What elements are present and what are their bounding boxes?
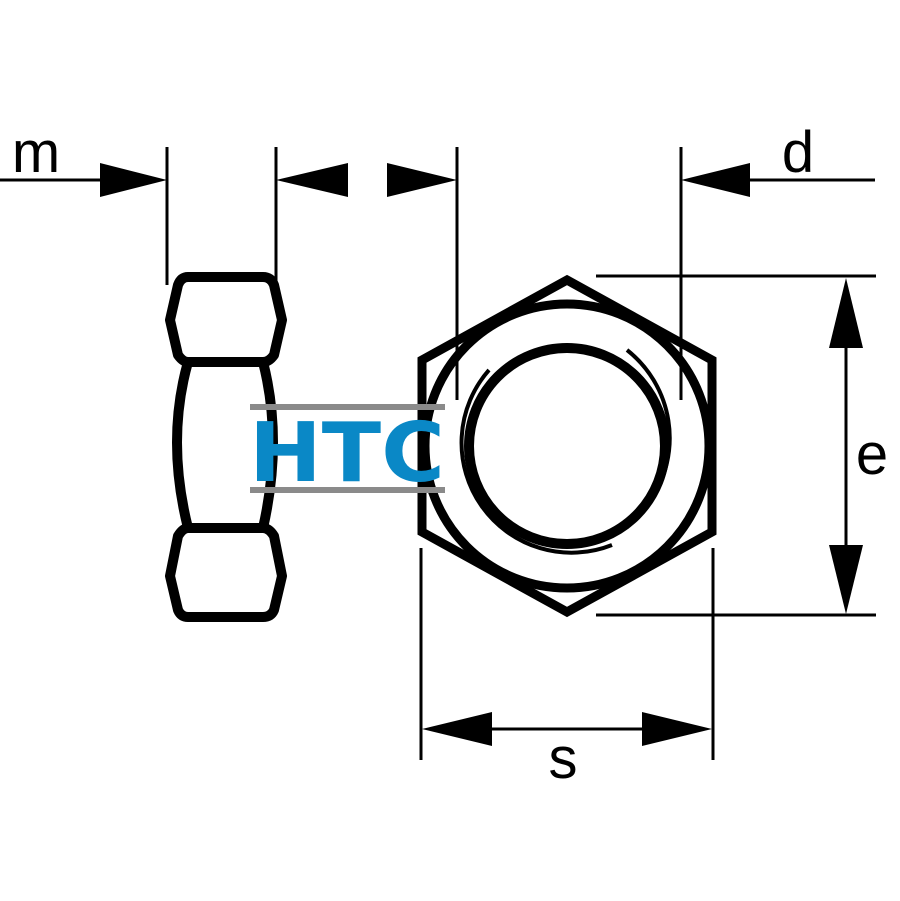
label-m: m [12, 120, 60, 185]
m-arrow-left [100, 163, 167, 197]
label-s: s [549, 726, 578, 791]
label-d: d [782, 120, 814, 185]
hexagon-outline [417, 274, 717, 618]
nut-side-view [165, 272, 287, 622]
label-e: e [856, 422, 888, 487]
chamfer-circle [420, 299, 714, 593]
s-arrow-right [642, 712, 712, 746]
dimension-s [422, 712, 712, 746]
extension-lines [165, 147, 876, 760]
e-arrow-bottom [829, 545, 863, 614]
m-arrow-right [276, 163, 348, 197]
d-arrow-right [681, 163, 750, 197]
dimension-d [387, 163, 875, 197]
logo-bar-top [250, 404, 445, 410]
nut-front-view [417, 274, 717, 618]
dimension-e [829, 278, 863, 614]
bore-circle [464, 343, 670, 549]
s-arrow-left [422, 712, 492, 746]
thread-arc-left [459, 368, 613, 555]
logo-text: HTC [249, 406, 445, 501]
d-arrow-left [387, 163, 457, 197]
dimension-m [0, 163, 348, 197]
logo-bar-bottom [250, 487, 445, 493]
thread-arc-right [625, 348, 672, 502]
htc-logo: HTC [249, 404, 445, 501]
e-arrow-top [829, 278, 863, 348]
